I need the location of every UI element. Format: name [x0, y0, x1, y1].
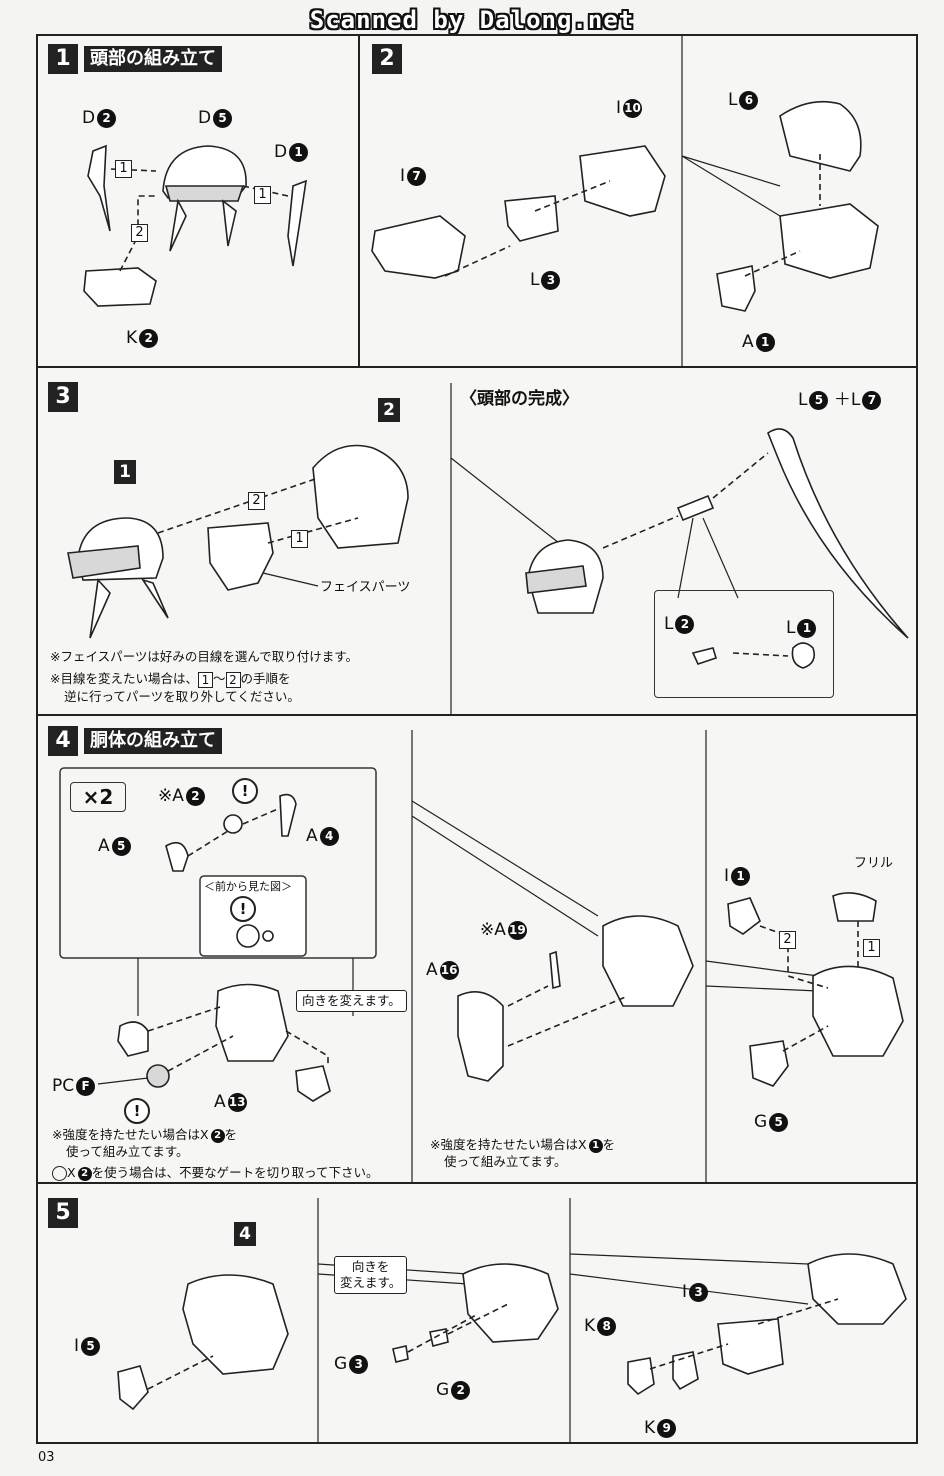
page-number: 03	[38, 1450, 55, 1465]
step5-sub-4: 4	[234, 1222, 256, 1246]
step5-number: 5	[48, 1198, 78, 1228]
step4-number: 4	[48, 726, 78, 756]
step3-panel: 3 1 2 2 1 フェイスパーツ ※フェイスパーツは好みの目線を選んで取り付け…	[36, 366, 918, 716]
head-complete-title: 〈頭部の完成〉	[460, 389, 579, 409]
step4-order-1: 1	[863, 939, 880, 957]
cut-icon	[52, 1166, 67, 1181]
face-parts-leader	[262, 572, 319, 587]
step1-order-2: 2	[131, 224, 148, 242]
face-parts-label: フェイスパーツ	[320, 580, 411, 595]
step1-diagram	[83, 144, 307, 307]
step3-note-1: ※フェイスパーツは好みの目線を選んで取り付けます。	[50, 649, 358, 664]
front-view-label: ＜前から見た図＞	[204, 880, 292, 893]
scan-watermark: Scanned by Dalong.net	[309, 6, 635, 34]
step4-title: 胴体の組み立て	[84, 728, 222, 754]
step2-diagram	[371, 36, 879, 366]
step1-order-1b: 1	[254, 186, 271, 204]
step2-number: 2	[372, 44, 402, 74]
frill-label: フリル	[854, 856, 894, 871]
caution-icon-2: !	[230, 896, 256, 922]
step3-sub-2: 2	[378, 398, 400, 422]
step3-inset-box	[654, 590, 834, 698]
step1-order-1a: 1	[115, 160, 132, 178]
step3-number: 3	[48, 382, 78, 412]
caution-icon-3: !	[124, 1098, 150, 1124]
step3-diagram	[67, 383, 909, 714]
step3-sub-1: 1	[114, 460, 136, 484]
step5-diagram	[117, 1198, 907, 1442]
step3-order-1: 1	[291, 530, 308, 548]
caution-icon-1: !	[232, 778, 258, 804]
step4-panel: 4 胴体の組み立て	[36, 714, 918, 1184]
step1-number: 1	[48, 44, 78, 74]
step1-title: 頭部の組み立て	[84, 46, 222, 72]
turn-around-callout: 向きを変えます。	[296, 990, 407, 1012]
x2-badge: ×2	[70, 782, 126, 812]
step4-order-2: 2	[779, 931, 796, 949]
step3-order-2: 2	[248, 492, 265, 510]
turn-around-callout-5: 向きを変えます。	[334, 1256, 408, 1294]
